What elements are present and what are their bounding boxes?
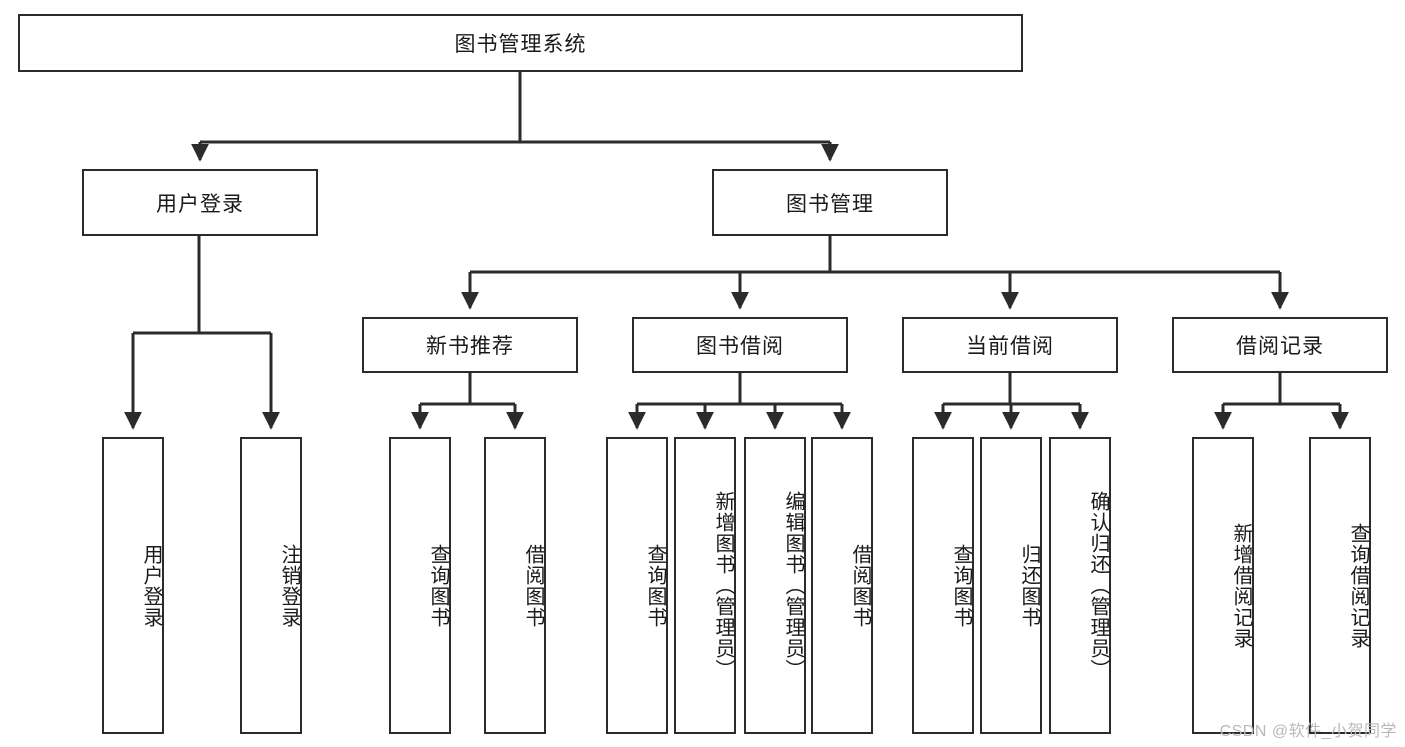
node-user-login-label: 用户登录: [156, 192, 244, 216]
leaf-query-record[interactable]: 查询借阅记录: [1309, 437, 1371, 734]
node-user-login[interactable]: 用户登录: [82, 169, 318, 236]
leaf-query-book-3[interactable]: 查询图书: [912, 437, 974, 734]
leaf-borrow-book-1[interactable]: 借阅图书: [484, 437, 546, 734]
csdn-watermark: CSDN @软件_小贺同学: [1219, 723, 1397, 740]
leaf-query-book-2[interactable]: 查询图书: [606, 437, 668, 734]
node-root-label: 图书管理系统: [454, 33, 587, 56]
leaf-query-book-1[interactable]: 查询图书: [389, 437, 451, 734]
leaf-query-record-label: 查询借阅记录: [1347, 522, 1369, 649]
leaf-edit-book-label: 编辑图书（管理员）: [782, 491, 804, 680]
leaf-logout-login[interactable]: 注销登录: [240, 437, 302, 734]
node-book-borrow-label: 图书借阅: [696, 335, 784, 358]
leaf-query-book-3-label: 查询图书: [950, 543, 972, 628]
leaf-borrow-book-1-label: 借阅图书: [522, 543, 544, 628]
leaf-return-book-label: 归还图书: [1018, 543, 1040, 628]
leaf-user-login[interactable]: 用户登录: [102, 437, 164, 734]
leaf-add-book-label: 新增图书（管理员）: [712, 491, 734, 680]
node-borrow-record[interactable]: 借阅记录: [1172, 317, 1388, 373]
leaf-confirm-return-label: 确认归还（管理员）: [1087, 491, 1109, 680]
node-new-book-recommend-label: 新书推荐: [426, 335, 514, 358]
node-root[interactable]: 图书管理系统: [18, 14, 1023, 72]
leaf-return-book[interactable]: 归还图书: [980, 437, 1042, 734]
leaf-query-book-2-label: 查询图书: [644, 543, 666, 628]
leaf-add-record[interactable]: 新增借阅记录: [1192, 437, 1254, 734]
leaf-add-book[interactable]: 新增图书（管理员）: [674, 437, 736, 734]
leaf-add-record-label: 新增借阅记录: [1230, 522, 1252, 649]
leaf-borrow-book-2[interactable]: 借阅图书: [811, 437, 873, 734]
node-current-borrow-label: 当前借阅: [966, 335, 1054, 358]
node-book-borrow[interactable]: 图书借阅: [632, 317, 848, 373]
node-book-manage-label: 图书管理: [786, 192, 874, 216]
node-new-book-recommend[interactable]: 新书推荐: [362, 317, 578, 373]
node-borrow-record-label: 借阅记录: [1236, 335, 1324, 358]
leaf-borrow-book-2-label: 借阅图书: [849, 543, 871, 628]
leaf-edit-book[interactable]: 编辑图书（管理员）: [744, 437, 806, 734]
node-book-manage[interactable]: 图书管理: [712, 169, 948, 236]
node-current-borrow[interactable]: 当前借阅: [902, 317, 1118, 373]
leaf-query-book-1-label: 查询图书: [427, 543, 449, 628]
leaf-logout-login-label: 注销登录: [278, 543, 300, 628]
leaf-confirm-return[interactable]: 确认归还（管理员）: [1049, 437, 1111, 734]
leaf-user-login-label: 用户登录: [140, 543, 162, 628]
